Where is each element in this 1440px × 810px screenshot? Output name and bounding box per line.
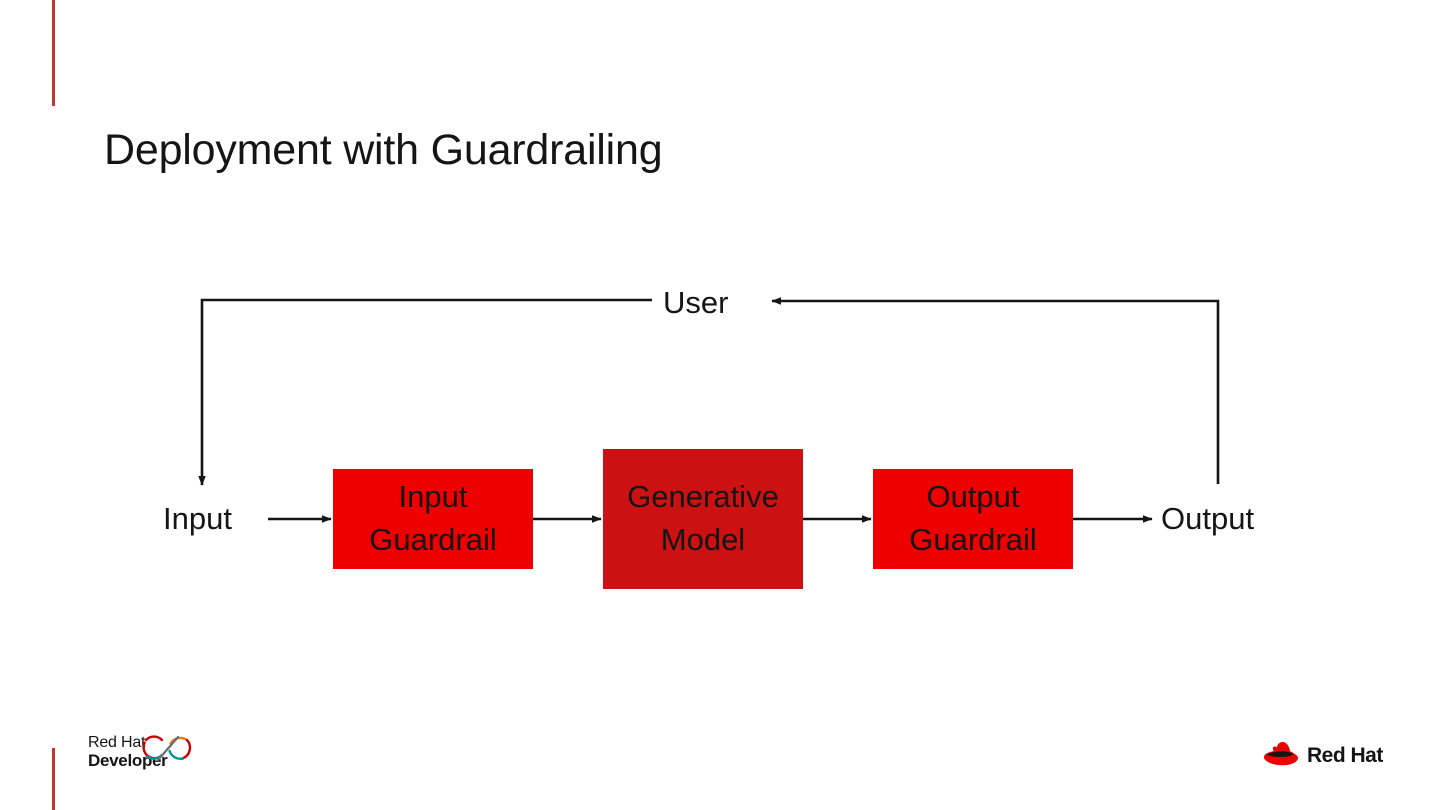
node-input-label: Input [163, 501, 232, 536]
page-title: Deployment with Guardrailing [104, 126, 663, 174]
infinity-loop-icon [138, 729, 200, 776]
accent-bar-bottom [52, 748, 55, 810]
accent-bar-top [52, 0, 55, 106]
red-hat-developer-logo: Red Hat Developer [88, 733, 200, 781]
red-hat-developer-line1: Red Hat [88, 734, 146, 751]
edge-user-to-input [198, 298, 652, 486]
edge-output-to-user [771, 297, 1220, 484]
node-user-label: User [663, 285, 729, 320]
fedora-hat-icon [1262, 740, 1300, 772]
red-hat-wordmark: Red Hat [1307, 744, 1383, 767]
red-hat-logo: Red Hat [1262, 738, 1384, 774]
node-output-label: Output [1161, 501, 1255, 536]
